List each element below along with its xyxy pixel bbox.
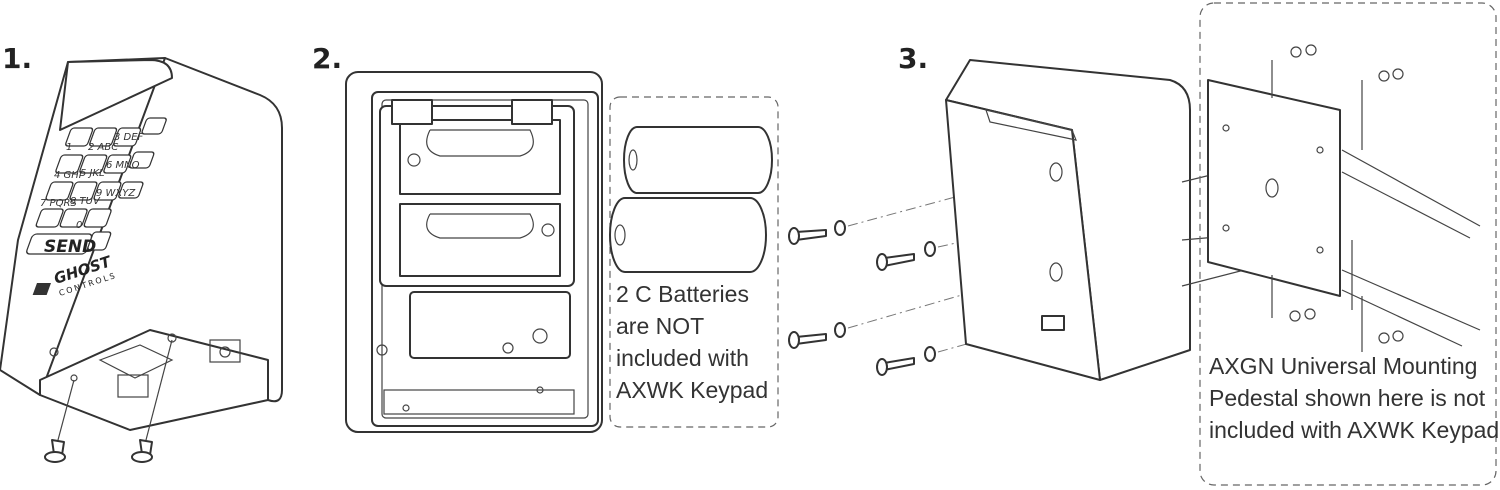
c-battery-icon xyxy=(609,197,767,273)
key-2-label: 2 ABC xyxy=(88,142,118,153)
screw-icon xyxy=(131,339,173,463)
key-0-label: 0 xyxy=(76,220,82,231)
screw-icon xyxy=(44,379,75,463)
mounting-pedestal xyxy=(1207,44,1481,352)
open-enclosure xyxy=(345,71,603,433)
keypad-cover xyxy=(945,59,1191,381)
keypad-unit: 1 2 ABC 3 DEF 4 GHI 5 JKL 6 MNO 7 PQRS 8… xyxy=(0,57,283,431)
key-5-label: 5 JKL xyxy=(80,168,105,179)
step-3-number: 3. xyxy=(898,42,929,75)
battery-callout-box xyxy=(609,96,779,428)
screw-icon xyxy=(876,346,936,376)
send-key-label: SEND xyxy=(44,237,96,257)
keypad-buttons xyxy=(26,117,167,255)
key-6-label: 6 MNO xyxy=(106,160,140,171)
key-3-label: 3 DEF xyxy=(114,132,144,143)
key-9-label: 9 WXYZ xyxy=(96,188,136,199)
keypad-key-labels: 1 2 ABC 3 DEF 4 GHI 5 JKL 6 MNO 7 PQRS 8… xyxy=(40,132,144,231)
screw-icon xyxy=(788,220,846,245)
screw-icon xyxy=(788,322,846,349)
pedestal-callout-box xyxy=(1199,2,1497,486)
pedestal-not-included-note: AXGN Universal Mounting Pedestal shown h… xyxy=(1209,353,1500,443)
screw-icon xyxy=(876,241,936,271)
batteries-not-included-note: 2 C Batteries are NOT included with AXWK… xyxy=(616,281,769,403)
key-4-label: 4 GHI xyxy=(54,170,82,181)
key-1-label: 1 xyxy=(66,142,72,153)
c-battery-icon xyxy=(623,126,773,194)
step-2-number: 2. xyxy=(312,42,343,75)
key-7-label: 7 PQRS xyxy=(40,198,77,209)
key-8-label: 8 TUV xyxy=(70,196,101,207)
step-1-number: 1. xyxy=(2,42,33,75)
